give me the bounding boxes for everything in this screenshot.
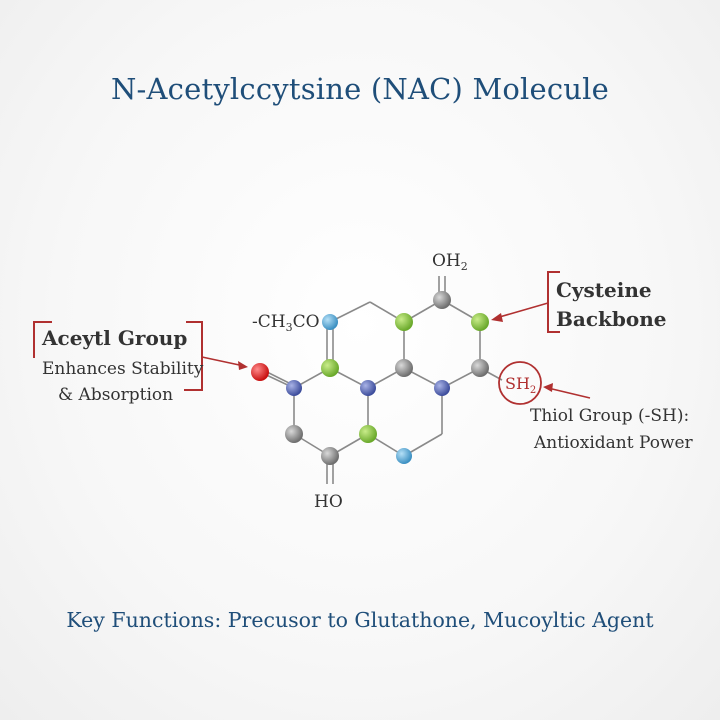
thiol-highlight-circle (498, 361, 542, 405)
atom-carbon (433, 291, 451, 309)
footer-key-functions: Key Functions: Precusor to Glutathone, M… (66, 608, 654, 632)
arrow-head (491, 313, 503, 322)
page-title: N-Acetylccytsine (NAC) Molecule (110, 72, 610, 106)
acetyl-title: Aceytl Group (41, 326, 187, 350)
atom-carbon (471, 359, 489, 377)
atom-carbon (285, 425, 303, 443)
label-oh2: OH2 (432, 251, 468, 273)
label-sh2: SH2 (505, 374, 536, 396)
atom-nitrogen (434, 380, 450, 396)
thiol-line1: Thiol Group (-SH): (530, 406, 689, 426)
atom-green (395, 313, 413, 331)
acetyl-line1: Enhances Stability (42, 359, 204, 379)
label-ho: HO (314, 492, 343, 512)
arrow-head (238, 361, 248, 370)
label-ch3co: -CH3CO (252, 312, 320, 334)
cysteine-line2: Backbone (556, 307, 667, 331)
atom-green (359, 425, 377, 443)
atom-oxygen (251, 363, 269, 381)
callout-acetyl-group: Aceytl Group Enhances Stability & Absorp… (33, 321, 248, 405)
atoms (251, 291, 489, 465)
atom-carbon (321, 447, 339, 465)
atom-blue-light (396, 448, 412, 464)
bond-network (258, 276, 503, 484)
acetyl-line2: & Absorption (58, 385, 173, 405)
atom-nitrogen (286, 380, 302, 396)
callout-cysteine-backbone: Cysteine Backbone (491, 271, 667, 333)
thiol-line2: Antioxidant Power (533, 433, 694, 453)
cysteine-line1: Cysteine (556, 278, 652, 302)
atom-blue-light (322, 314, 338, 330)
callout-thiol-group: Thiol Group (-SH): Antioxidant Power (530, 383, 694, 453)
atom-green (321, 359, 339, 377)
atom-nitrogen (360, 380, 376, 396)
atom-green (471, 313, 489, 331)
atom-carbon (395, 359, 413, 377)
arrow-head (543, 383, 553, 392)
